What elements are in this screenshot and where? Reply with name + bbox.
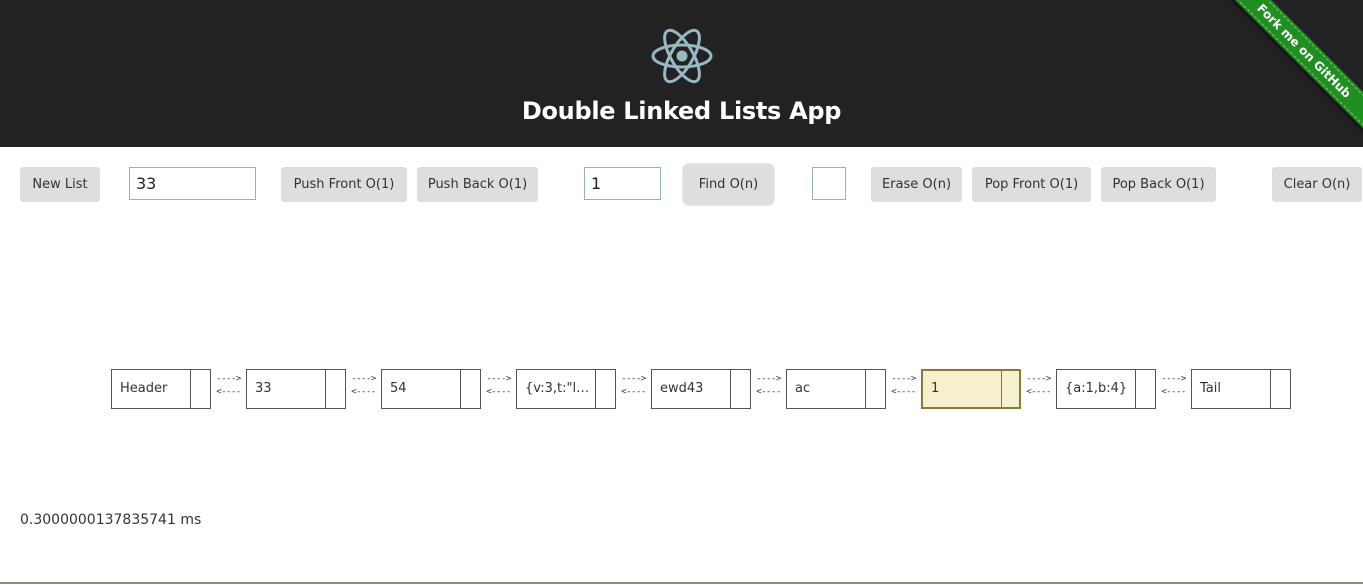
list-node: 54 xyxy=(381,369,481,409)
node-link-arrows: ----> <---- xyxy=(1021,373,1056,405)
list-node: ac xyxy=(786,369,886,409)
push-front-button[interactable]: Push Front O(1) xyxy=(281,167,407,202)
node-value: ewd43 xyxy=(652,370,731,408)
list-node: ewd43 xyxy=(651,369,751,409)
forward-arrow: ----> xyxy=(351,374,376,384)
erase-button[interactable]: Erase O(n) xyxy=(871,167,962,202)
list-node-tail: Tail xyxy=(1191,369,1291,409)
find-input[interactable] xyxy=(584,167,661,200)
node-value: {v:3,t:"la... xyxy=(517,370,596,408)
node-link-arrows: ----> <---- xyxy=(751,373,786,405)
back-arrow: <---- xyxy=(486,387,511,397)
push-back-button[interactable]: Push Back O(1) xyxy=(417,167,538,202)
node-link-arrows: ----> <---- xyxy=(346,373,381,405)
pop-back-button[interactable]: Pop Back O(1) xyxy=(1101,167,1216,202)
node-link-arrows: ----> <---- xyxy=(1156,373,1191,405)
forward-arrow: ----> xyxy=(486,374,511,384)
app-header: Double Linked Lists App Fork me on GitHu… xyxy=(0,0,1363,147)
node-link-arrows: ----> <---- xyxy=(481,373,516,405)
node-value: Tail xyxy=(1192,370,1271,408)
back-arrow: <---- xyxy=(621,387,646,397)
new-list-button[interactable]: New List xyxy=(20,167,100,202)
forward-arrow: ----> xyxy=(1161,374,1186,384)
list-node: 33 xyxy=(246,369,346,409)
forward-arrow: ----> xyxy=(216,374,241,384)
node-value: ac xyxy=(787,370,866,408)
forward-arrow: ----> xyxy=(621,374,646,384)
forward-arrow: ----> xyxy=(756,374,781,384)
node-link-arrows: ----> <---- xyxy=(886,373,921,405)
find-button[interactable]: Find O(n) xyxy=(683,164,774,205)
back-arrow: <---- xyxy=(1026,387,1051,397)
page-title: Double Linked Lists App xyxy=(521,97,842,125)
value-input[interactable] xyxy=(129,167,256,200)
erase-index-input[interactable] xyxy=(812,167,846,200)
node-value: {a:1,b:4} xyxy=(1057,370,1136,408)
pop-front-button[interactable]: Pop Front O(1) xyxy=(972,167,1091,202)
node-value: 1 xyxy=(923,371,1002,407)
forward-arrow: ----> xyxy=(1026,374,1051,384)
list-node-found: 1 xyxy=(921,369,1021,409)
list-node: {v:3,t:"la... xyxy=(516,369,616,409)
list-node: {a:1,b:4} xyxy=(1056,369,1156,409)
operation-timing: 0.3000000137835741 ms xyxy=(20,512,202,528)
back-arrow: <---- xyxy=(216,387,241,397)
back-arrow: <---- xyxy=(891,387,916,397)
footer-divider xyxy=(0,582,1363,584)
node-value: 54 xyxy=(382,370,461,408)
react-atom-icon xyxy=(651,28,713,84)
forward-arrow: ----> xyxy=(891,374,916,384)
node-link-arrows: ----> <---- xyxy=(616,373,651,405)
back-arrow: <---- xyxy=(351,387,376,397)
node-value: 33 xyxy=(247,370,326,408)
node-link-arrows: ----> <---- xyxy=(211,373,246,405)
back-arrow: <---- xyxy=(1161,387,1186,397)
node-value: Header xyxy=(112,370,191,408)
list-node-header: Header xyxy=(111,369,211,409)
clear-button[interactable]: Clear O(n) xyxy=(1272,167,1362,202)
back-arrow: <---- xyxy=(756,387,781,397)
